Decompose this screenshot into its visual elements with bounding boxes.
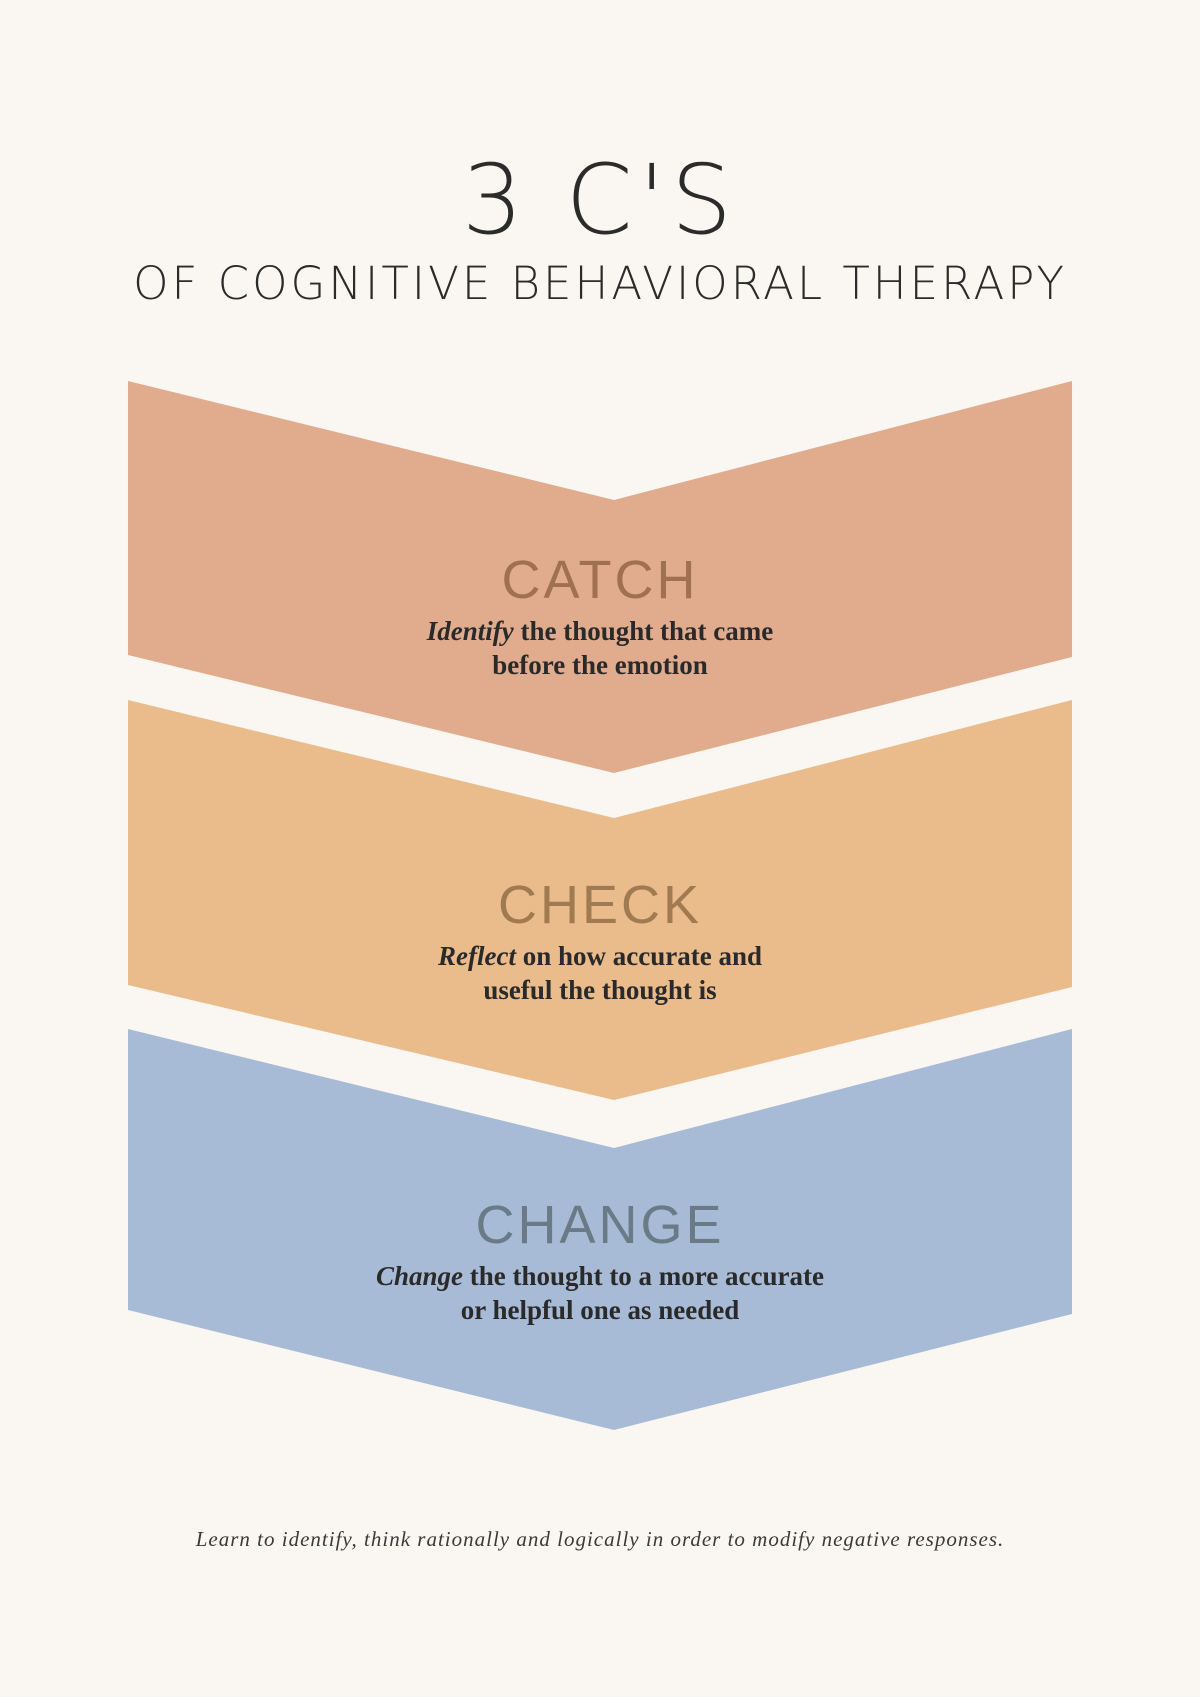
step-line1-check: on how accurate and: [515, 941, 762, 971]
step-change: CHANGE Change the thought to a more accu…: [0, 1195, 1200, 1327]
page-title: 3 C'S: [462, 144, 738, 256]
step-emphasis-catch: Identify: [426, 616, 514, 646]
step-line2-check: useful the thought is: [483, 975, 717, 1005]
step-catch: CATCH Identify the thought that came bef…: [0, 550, 1200, 682]
step-check: CHECK Reflect on how accurate and useful…: [0, 875, 1200, 1007]
chevron-check: [128, 700, 1072, 1100]
step-emphasis-check: Reflect: [438, 941, 516, 971]
page-subtitle: OF COGNITIVE BEHAVIORAL THERAPY: [133, 257, 1067, 310]
chevron-catch: [128, 381, 1072, 773]
step-title-change: CHANGE: [475, 1195, 725, 1255]
step-line1-catch: the thought that came: [513, 616, 774, 646]
chevron-change: [128, 1029, 1072, 1430]
step-title-catch: CATCH: [501, 550, 699, 610]
step-desc-check: Reflect on how accurate and useful the t…: [0, 939, 1200, 1007]
step-line2-change: or helpful one as needed: [460, 1295, 740, 1325]
step-desc-catch: Identify the thought that came before th…: [0, 614, 1200, 682]
step-line1-change: the thought to a more accurate: [463, 1261, 824, 1291]
step-line2-catch: before the emotion: [492, 650, 708, 680]
step-title-check: CHECK: [497, 875, 703, 935]
step-desc-change: Change the thought to a more accurate or…: [0, 1259, 1200, 1327]
footer-note: Learn to identify, think rationally and …: [195, 1527, 1005, 1551]
step-emphasis-change: Change: [376, 1261, 464, 1291]
